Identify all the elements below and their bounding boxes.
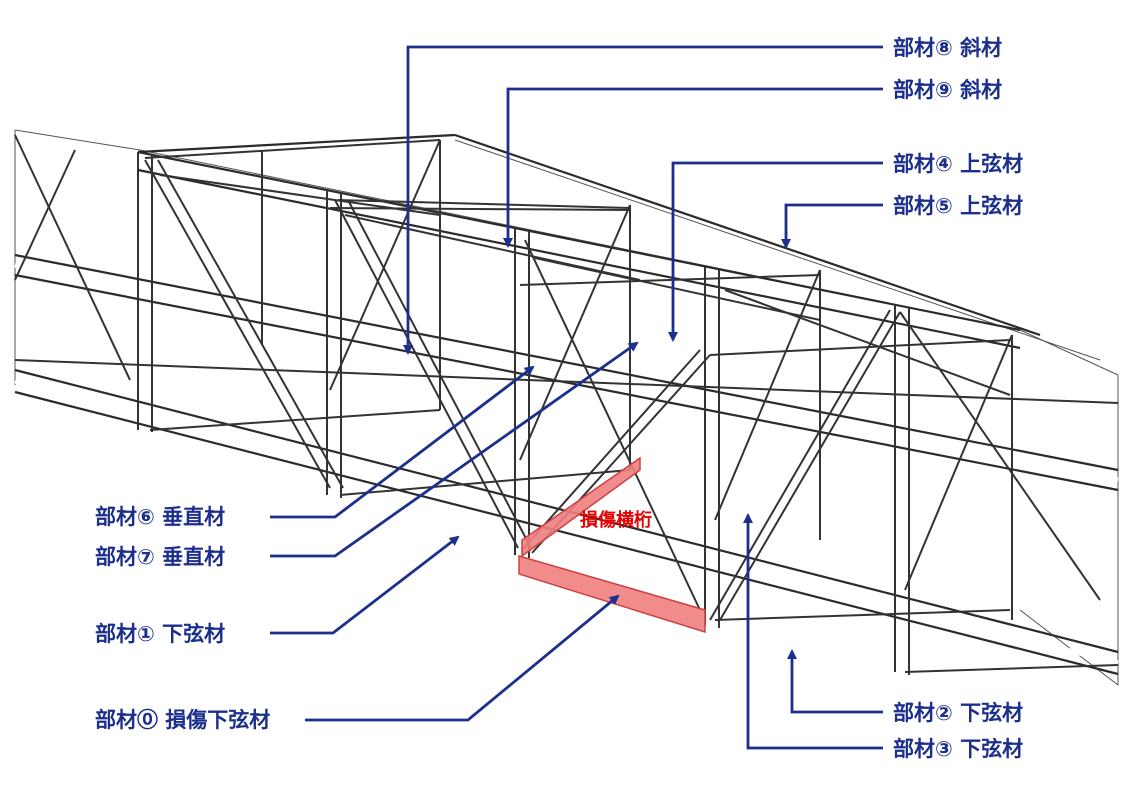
background-frame xyxy=(14,129,1119,686)
vertical-members xyxy=(137,140,1013,675)
leader-lines xyxy=(270,45,883,750)
leader-m8 xyxy=(403,45,883,355)
damage-label: 損傷横桁 xyxy=(580,509,652,531)
far-lower-chord xyxy=(14,253,1119,492)
damaged-cross-beam xyxy=(521,456,641,558)
leader-m6 xyxy=(270,365,535,519)
leader-m5 xyxy=(781,203,883,249)
label-member-7: 部材⑦ 垂直材 xyxy=(95,545,225,569)
damage-highlight xyxy=(518,456,706,634)
label-member-9: 部材⑨ 斜材 xyxy=(893,78,1002,102)
lateral-bracing xyxy=(14,139,1119,673)
label-member-2: 部材② 下弦材 xyxy=(893,701,1023,725)
label-member-8: 部材⑧ 斜材 xyxy=(893,36,1002,60)
leader-m1 xyxy=(270,535,460,635)
label-member-0: 部材⓪ 損傷下弦材 xyxy=(95,708,270,732)
label-member-3: 部材③ 下弦材 xyxy=(893,737,1023,761)
label-member-6: 部材⑥ 垂直材 xyxy=(95,505,225,529)
top-chord xyxy=(137,133,1041,350)
leader-m7 xyxy=(270,341,639,558)
leader-m2 xyxy=(787,649,883,714)
damaged-lower-chord xyxy=(518,555,706,634)
member-labels: 部材⑧ 斜材 部材⑨ 斜材 部材④ 上弦材 部材⑤ 上弦材 部材⑥ 垂直材 部材… xyxy=(95,36,1023,761)
leader-m9 xyxy=(503,87,883,248)
label-member-1: 部材① 下弦材 xyxy=(95,622,225,646)
label-member-5: 部材⑤ 上弦材 xyxy=(893,194,1023,218)
label-member-4: 部材④ 上弦材 xyxy=(893,152,1023,176)
leader-m4 xyxy=(668,161,883,342)
leader-m3 xyxy=(743,513,883,750)
diagonal-members xyxy=(14,134,1101,621)
leader-m0 xyxy=(305,594,620,722)
